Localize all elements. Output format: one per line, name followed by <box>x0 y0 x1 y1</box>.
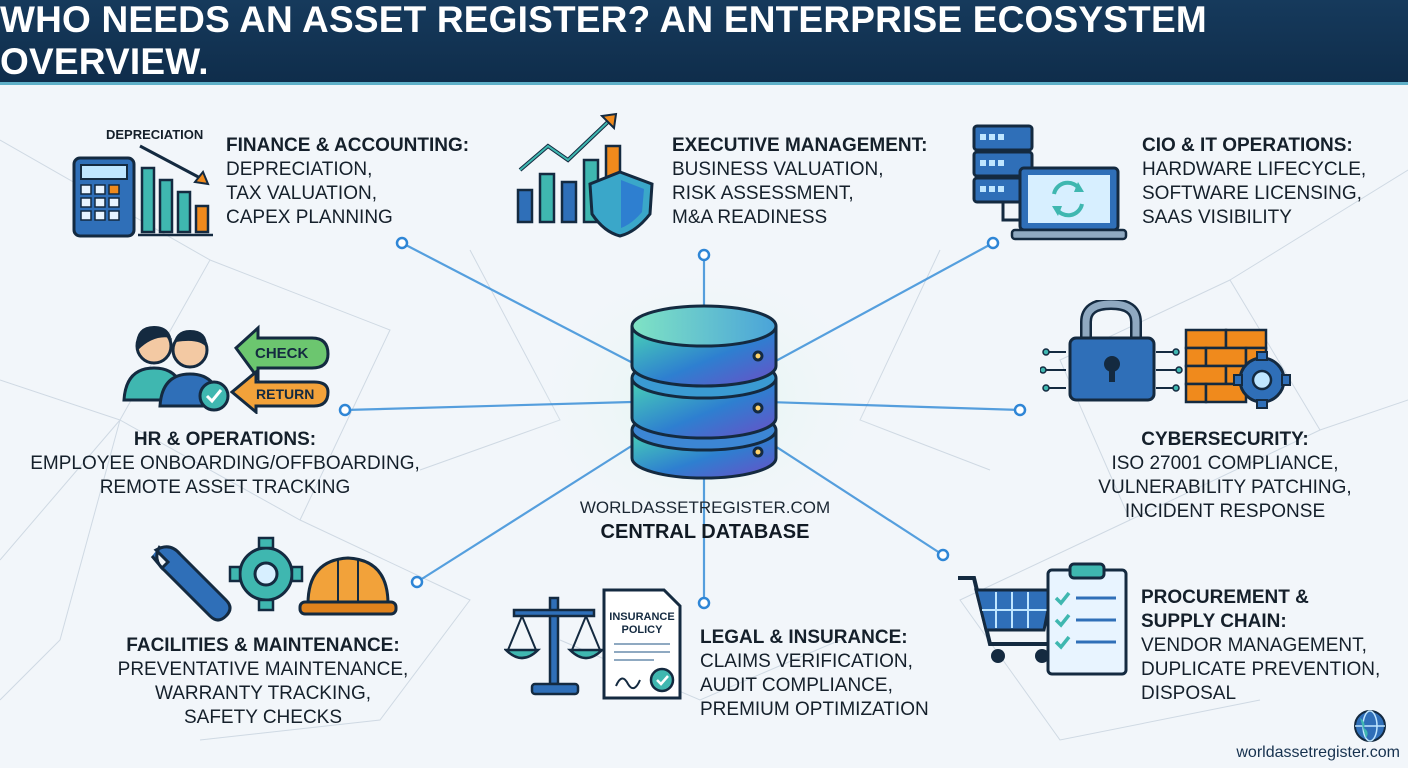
finance-item: CAPEX PLANNING <box>226 207 393 228</box>
cyber-block: CYBERSECURITY: ISO 27001 COMPLIANCE, VUL… <box>1080 428 1370 524</box>
depreciation-label: DEPRECIATION <box>106 127 203 142</box>
page-title: WHO NEEDS AN ASSET REGISTER? AN ENTERPRI… <box>0 0 1207 82</box>
procurement-item: VENDOR MANAGEMENT, <box>1141 635 1367 656</box>
central-database-label: WORLDASSETREGISTER.COM CENTRAL DATABASE <box>560 497 850 545</box>
database-icon <box>630 304 778 480</box>
facilities-item: PREVENTATIVE MAINTENANCE, <box>117 659 409 680</box>
footer-url: worldassetregister.com <box>1236 744 1400 761</box>
facilities-item: SAFETY CHECKS <box>183 707 343 728</box>
legal-item: AUDIT COMPLIANCE, <box>700 675 893 696</box>
wrench-gear-helmet-icon <box>150 536 398 622</box>
executive-title: EXECUTIVE MANAGEMENT: <box>672 135 928 156</box>
procurement-title: PROCUREMENT & <box>1141 587 1309 608</box>
facilities-block: FACILITIES & MAINTENANCE: PREVENTATIVE M… <box>110 634 416 730</box>
growth-shield-icon <box>516 112 654 238</box>
cio-item: SOFTWARE LICENSING, <box>1142 183 1362 204</box>
check-label: CHECK <box>255 345 309 362</box>
policy-doc-label-1: INSURANCE <box>609 611 674 623</box>
server-laptop-icon <box>972 124 1128 241</box>
connector-nodes <box>338 236 1027 610</box>
cyber-item: ISO 27001 COMPLIANCE, <box>1111 453 1339 474</box>
procurement-item: DUPLICATE PREVENTION, <box>1141 659 1381 680</box>
hr-item: REMOTE ASSET TRACKING <box>99 477 351 498</box>
cio-title: CIO & IT OPERATIONS: <box>1142 135 1353 156</box>
procurement-title: SUPPLY CHAIN: <box>1141 611 1287 632</box>
executive-block: EXECUTIVE MANAGEMENT: BUSINESS VALUATION… <box>672 134 927 230</box>
legal-item: PREMIUM OPTIMIZATION <box>700 699 929 720</box>
executive-item: BUSINESS VALUATION, <box>672 159 884 180</box>
people-checkin-icon: CHECK RETURN <box>122 324 330 414</box>
title-banner: WHO NEEDS AN ASSET REGISTER? AN ENTERPRI… <box>0 0 1408 85</box>
procurement-item: DISPOSAL <box>1141 683 1237 704</box>
facilities-item: WARRANTY TRACKING, <box>154 683 372 704</box>
legal-item: CLAIMS VERIFICATION, <box>700 651 913 672</box>
legal-block: LEGAL & INSURANCE: CLAIMS VERIFICATION, … <box>700 626 929 722</box>
cart-clipboard-icon <box>958 562 1128 676</box>
finance-block: FINANCE & ACCOUNTING: DEPRECIATION, TAX … <box>226 134 469 230</box>
legal-title: LEGAL & INSURANCE: <box>700 627 908 648</box>
central-title: CENTRAL DATABASE <box>600 521 810 543</box>
policy-doc-label-2: POLICY <box>622 624 664 636</box>
globe-icon <box>1354 710 1386 742</box>
finance-title: FINANCE & ACCOUNTING: <box>226 135 470 156</box>
executive-item: M&A READINESS <box>672 207 828 228</box>
cio-item: SAAS VISIBILITY <box>1142 207 1292 228</box>
facilities-title: FACILITIES & MAINTENANCE: <box>126 635 400 656</box>
hr-title: HR & OPERATIONS: <box>133 429 317 450</box>
finance-item: TAX VALUATION, <box>226 183 377 204</box>
calculator-chart-icon: DEPRECIATION <box>72 127 213 238</box>
cyber-item: INCIDENT RESPONSE <box>1124 501 1326 522</box>
lock-firewall-icon <box>1040 300 1291 409</box>
cio-item: HARDWARE LIFECYCLE, <box>1142 159 1367 180</box>
hr-item: EMPLOYEE ONBOARDING/OFFBOARDING, <box>30 453 420 474</box>
finance-item: DEPRECIATION, <box>226 159 373 180</box>
cyber-item: VULNERABILITY PATCHING, <box>1098 477 1352 498</box>
procurement-block: PROCUREMENT & SUPPLY CHAIN: VENDOR MANAG… <box>1141 586 1380 706</box>
cyber-title: CYBERSECURITY: <box>1141 429 1309 450</box>
cio-block: CIO & IT OPERATIONS: HARDWARE LIFECYCLE,… <box>1142 134 1366 230</box>
hr-block: HR & OPERATIONS: EMPLOYEE ONBOARDING/OFF… <box>30 428 420 500</box>
executive-item: RISK ASSESSMENT, <box>672 183 854 204</box>
return-label: RETURN <box>256 386 314 402</box>
scales-policy-icon: INSURANCE POLICY <box>504 588 682 700</box>
central-url: WORLDASSETREGISTER.COM <box>579 498 831 517</box>
